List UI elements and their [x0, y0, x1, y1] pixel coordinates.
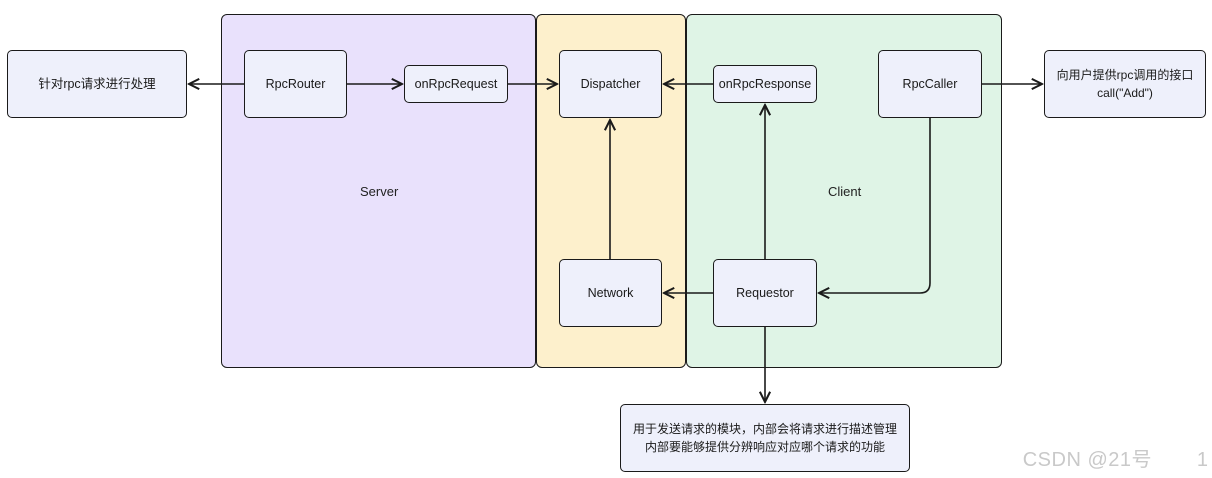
page-number: 1 [1196, 449, 1208, 471]
server-region-label: Server [360, 184, 399, 199]
caller-description-note: 向用户提供rpc调用的接口 call("Add") [1044, 50, 1206, 118]
caller-description-line-1: 向用户提供rpc调用的接口 [1056, 68, 1194, 82]
on-rpc-request-node: onRpcRequest [404, 65, 508, 103]
requestor-description-line-1: 用于发送请求的模块，内部会将请求进行描述管理 [632, 422, 897, 436]
requestor-node: Requestor [713, 259, 817, 327]
requestor-description-line-2: 内部要能够提供分辨响应对应哪个请求的功能 [644, 440, 885, 454]
network-node: Network [559, 259, 662, 327]
handler-note: 针对rpc请求进行处理 [7, 50, 187, 118]
watermark: CSDN @21号 [1022, 449, 1152, 471]
on-rpc-response-node: onRpcResponse [713, 65, 817, 103]
dispatcher-node: Dispatcher [559, 50, 662, 118]
requestor-description-note: 用于发送请求的模块，内部会将请求进行描述管理 内部要能够提供分辨响应对应哪个请求… [620, 404, 910, 472]
rpc-caller-node: RpcCaller [878, 50, 982, 118]
client-region-label: Client [828, 184, 862, 199]
caller-description-line-2: call("Add") [1097, 86, 1153, 100]
rpc-router-node: RpcRouter [244, 50, 347, 118]
